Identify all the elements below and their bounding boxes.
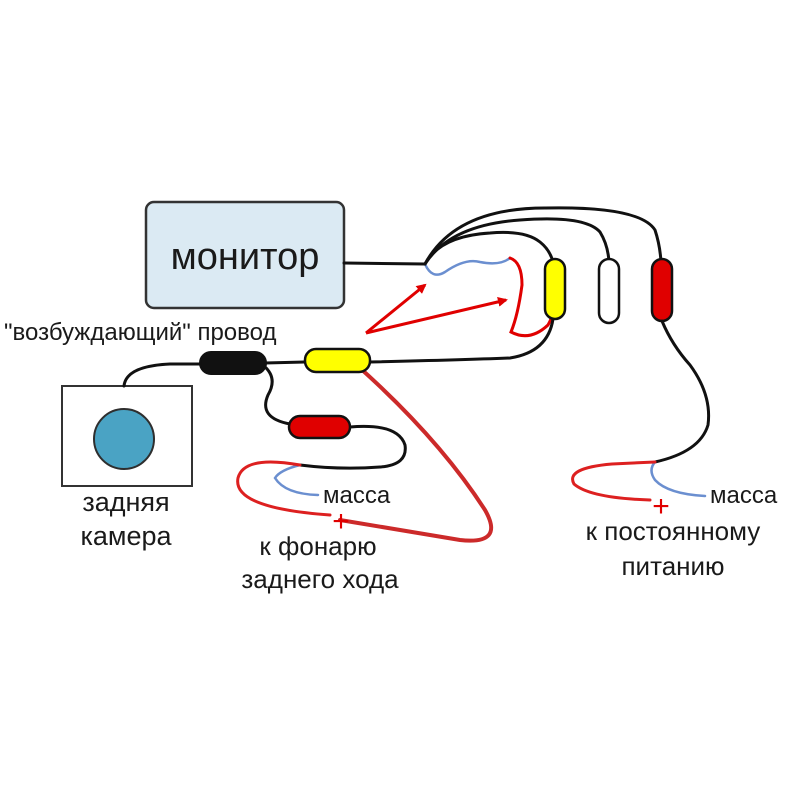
white-connector-monitor[interactable] bbox=[597, 257, 621, 325]
monitor-label: монитор bbox=[171, 236, 320, 278]
camera-label-line2: камера bbox=[80, 521, 172, 551]
rear-camera: задняя камера bbox=[61, 385, 193, 551]
trigger-red-trace-wire bbox=[338, 366, 494, 543]
camera-power-branch-wire bbox=[262, 364, 292, 426]
reverse-ground-label: масса bbox=[323, 482, 391, 509]
camera-label-line1: задняя bbox=[82, 487, 169, 517]
camera-connectors bbox=[199, 347, 372, 440]
camera-harness bbox=[122, 317, 555, 543]
monitor-connectors bbox=[543, 257, 674, 325]
video-cable-to-monitor bbox=[368, 317, 555, 364]
red-power-connector-camera[interactable] bbox=[287, 414, 352, 440]
camera-cable bbox=[122, 362, 202, 388]
monitor-output-wire bbox=[342, 261, 427, 266]
camera-red-connector-black-lead bbox=[298, 424, 407, 470]
reverse-plus-sign: + bbox=[332, 505, 350, 538]
monitor-harness bbox=[342, 206, 663, 338]
yellow-video-connector-camera[interactable] bbox=[303, 347, 372, 374]
power-plus-sign: + bbox=[652, 490, 670, 523]
power-label-line1: к постоянному bbox=[586, 516, 761, 546]
trigger-wire-label: "возбуждающий" провод bbox=[4, 319, 276, 346]
red-power-connector-monitor[interactable] bbox=[650, 257, 674, 323]
power-ground-label: масса bbox=[710, 482, 778, 509]
power-cable bbox=[653, 319, 711, 464]
yellow-video-connector-monitor[interactable] bbox=[543, 257, 567, 321]
camera-ground-blue-wire bbox=[273, 463, 320, 497]
camera-red-loop-wire bbox=[236, 460, 332, 517]
monitor-blue-wire bbox=[423, 256, 512, 276]
black-connector[interactable] bbox=[199, 351, 267, 375]
trigger-arrows bbox=[365, 283, 508, 335]
camera-link-wire bbox=[263, 360, 307, 365]
reverse-light-label-line1: к фонарю bbox=[259, 531, 376, 561]
cable-to-red-connector bbox=[423, 206, 663, 266]
cable-to-white-connector bbox=[423, 217, 611, 266]
constant-power-harness bbox=[571, 319, 711, 502]
monitor-box bbox=[144, 200, 346, 310]
power-label-line2: питанию bbox=[621, 551, 724, 581]
reverse-light-label-line2: заднего хода bbox=[241, 564, 399, 594]
monitor-red-loop-wire bbox=[508, 256, 555, 338]
trigger-arrow-lower bbox=[365, 296, 508, 335]
power-red-loop-wire bbox=[571, 460, 657, 502]
trigger-arrow-upper bbox=[365, 283, 427, 335]
camera-lens bbox=[93, 408, 155, 470]
reverse-light-group: масса + к фонарю заднего хода bbox=[241, 482, 399, 594]
power-ground-blue-wire bbox=[650, 460, 707, 498]
constant-power-group: масса + к постоянному питанию bbox=[586, 482, 778, 581]
monitor: монитор bbox=[144, 200, 346, 310]
